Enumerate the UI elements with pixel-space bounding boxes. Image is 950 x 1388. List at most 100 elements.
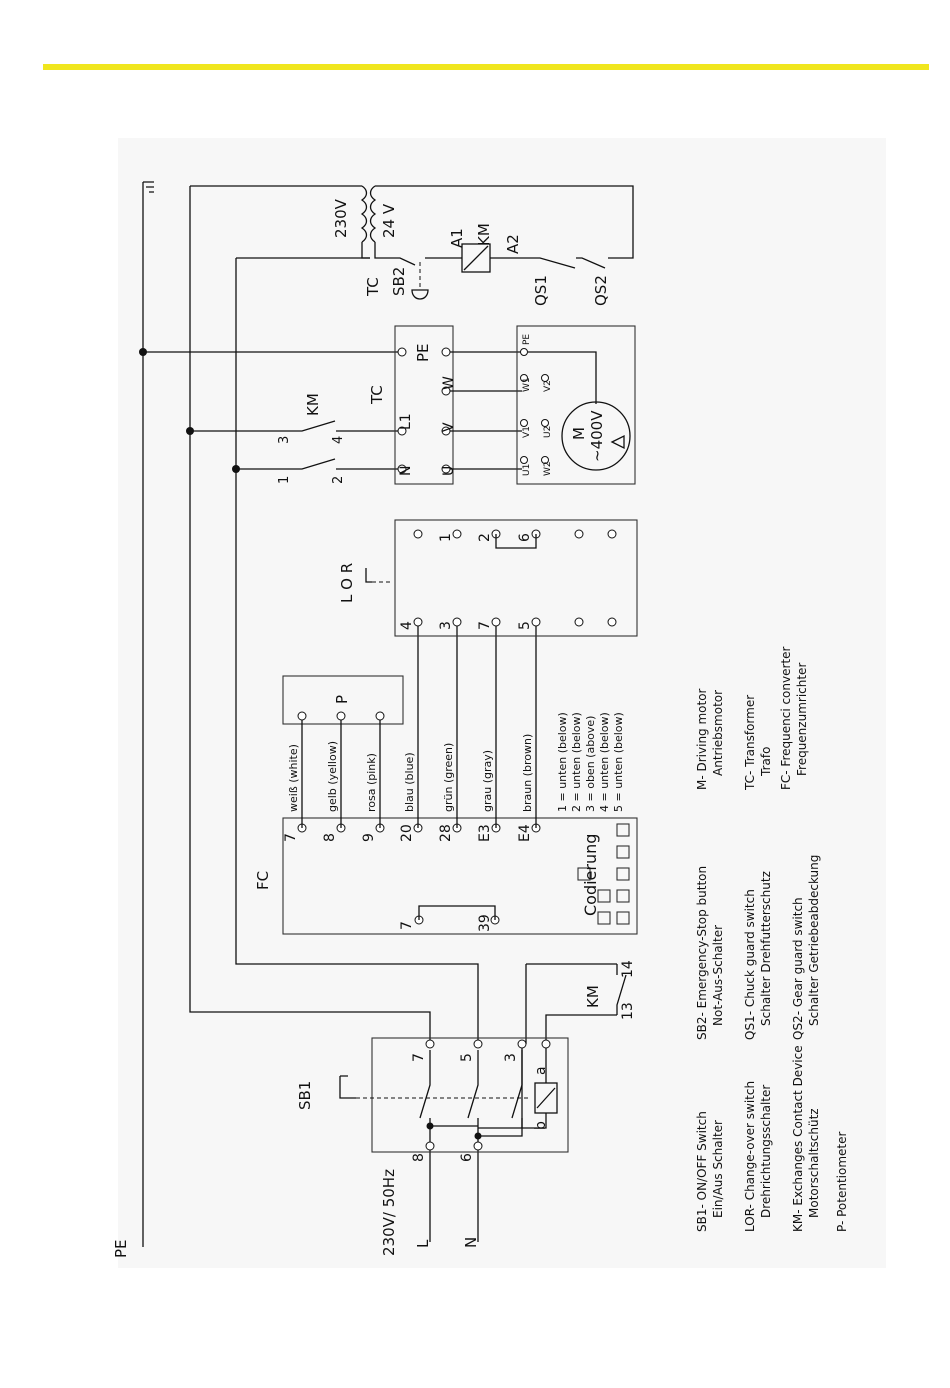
legend-sb1-de: Ein/Aus Schalter	[711, 1120, 725, 1218]
wire-label: braun (brown)	[521, 734, 534, 812]
legend: SB1- ON/OFF Switch Ein/Aus Schalter LOR-…	[695, 646, 849, 1232]
legend-fc-de: Frequenzumrichter	[795, 663, 809, 776]
legend-fc: FC- Frequenci converter	[779, 646, 793, 790]
motor-terminal: V1	[522, 426, 532, 438]
fc-terminal: 8	[322, 833, 338, 842]
km-aux-contact	[616, 964, 627, 1015]
km-coil-label: KM	[475, 223, 493, 246]
wire-label: gelb (yellow)	[326, 741, 339, 812]
tc-terminal: V	[441, 422, 457, 432]
potentiometer-label: P	[333, 695, 351, 704]
supply-wiring	[186, 185, 617, 1242]
motor-terminal: V2	[543, 380, 553, 392]
wire-label: grau (gray)	[481, 750, 494, 812]
fc-terminal: E3	[477, 824, 493, 842]
km-contact: 3	[277, 436, 292, 444]
lor-note: 2 = unten (below)	[570, 712, 583, 812]
wire-label: rosa (pink)	[365, 753, 378, 812]
lor-terminal: 1	[438, 533, 454, 542]
lor-terminal: 7	[477, 621, 493, 630]
sb1-terminal: 5	[459, 1053, 475, 1062]
potentiometer	[282, 675, 404, 828]
motor-terminal: W1	[522, 377, 532, 392]
km-aux-14: 14	[620, 960, 636, 978]
fc-label: FC	[254, 871, 272, 890]
wire-label: grün (green)	[442, 743, 455, 812]
km-coil-a1: A1	[448, 228, 466, 248]
km-contact: 2	[331, 476, 346, 484]
km-aux-13: 13	[620, 1002, 636, 1020]
sb1-switch	[339, 1037, 569, 1153]
supply-n-label: N	[462, 1237, 480, 1248]
lor-label: L O R	[338, 563, 356, 603]
motor-terminal: W2	[543, 461, 553, 476]
supply-l-label: L	[414, 1239, 432, 1248]
fc-terminal: 7	[283, 833, 299, 842]
codierung-label: Codierung	[581, 834, 600, 916]
tc-terminal: L1	[398, 413, 414, 430]
legend-tc: TC- Transformer	[743, 695, 757, 791]
km-coil-a2: A2	[504, 234, 522, 254]
pe-label: PE	[112, 1239, 130, 1258]
legend-p: P- Potentiometer	[835, 1131, 849, 1232]
sb1-label: SB1	[296, 1081, 314, 1110]
km-contact: 4	[331, 436, 346, 444]
legend-lor-de: Drehrichtungsschalter	[759, 1085, 773, 1218]
tc-converter-label: TC	[368, 385, 386, 405]
motor-voltage-label: ~400V	[588, 410, 606, 462]
sb1-terminal: 6	[459, 1153, 475, 1162]
legend-lor: LOR- Change-over switch	[743, 1081, 757, 1232]
motor-m-label: M	[570, 427, 588, 440]
lor-terminal: 5	[517, 621, 533, 630]
drawing-area	[118, 138, 886, 1268]
legend-sb2: SB2- Emergency-Stop button	[695, 866, 709, 1040]
sb1-terminal: 3	[503, 1053, 519, 1062]
tc-terminal: U	[441, 466, 457, 476]
wire-label: blau (blue)	[403, 752, 416, 812]
fc-extra-terminal: 7	[399, 921, 415, 930]
legend-km-de: Motorschaltschütz	[807, 1108, 821, 1218]
motor	[516, 325, 636, 485]
lor-note: 4 = unten (below)	[598, 712, 611, 812]
km-main-label: KM	[304, 393, 322, 416]
transformer-tc-label: TC	[364, 277, 382, 297]
legend-m-de: Antriebsmotor	[711, 690, 725, 776]
diagram-labels: PE 230V/ 50Hz L N SB1 8 6 7 5 3 a b KM 1…	[112, 198, 636, 1258]
header-accent-bar	[43, 64, 929, 70]
fc-extra-terminal: 39	[477, 914, 493, 932]
fc-terminal: 20	[399, 824, 415, 842]
motor-terminal: U1	[522, 464, 532, 476]
tc-converter	[394, 325, 522, 485]
lor-note: 1 = unten (below)	[556, 712, 569, 812]
sb1-terminal: 8	[411, 1153, 427, 1162]
legend-qs2-de: Schalter Getriebeabdeckung	[807, 855, 821, 1026]
supply-label: 230V/ 50Hz	[380, 1169, 398, 1256]
motor-terminal: PE	[522, 334, 532, 345]
sb1-terminal: 7	[411, 1053, 427, 1062]
tc-terminal: PE	[414, 343, 432, 362]
legend-sb1: SB1- ON/OFF Switch	[695, 1111, 709, 1232]
sb2-label: SB2	[390, 267, 408, 296]
tc-terminal: N	[398, 466, 414, 476]
legend-km: KM- Exchanges Contact Device	[791, 1045, 805, 1232]
pe-rail	[139, 181, 400, 1247]
lor-switch	[365, 519, 638, 637]
legend-sb2-de: Not-Aus-Schalter	[711, 925, 725, 1026]
motor-terminal: U2	[543, 426, 553, 438]
legend-tc-de: Trafo	[759, 747, 773, 777]
km-aux-label: KM	[584, 985, 602, 1008]
lor-terminal: 3	[438, 621, 454, 630]
km-contact: 1	[277, 476, 292, 484]
sb1-coil-b: b	[533, 1121, 549, 1130]
lor-note: 5 = unten (below)	[612, 712, 625, 812]
fc-terminal: 28	[438, 824, 454, 842]
sb1-coil-a: a	[533, 1066, 549, 1075]
km-main-contacts	[280, 420, 400, 470]
lor-terminal: 4	[399, 621, 415, 630]
legend-qs1: QS1- Chuck guard switch	[743, 889, 757, 1040]
lor-terminal: 2	[477, 533, 493, 542]
lor-terminal: 6	[517, 533, 533, 542]
control-circuit	[360, 185, 634, 300]
fc-lor-wires	[417, 622, 537, 828]
